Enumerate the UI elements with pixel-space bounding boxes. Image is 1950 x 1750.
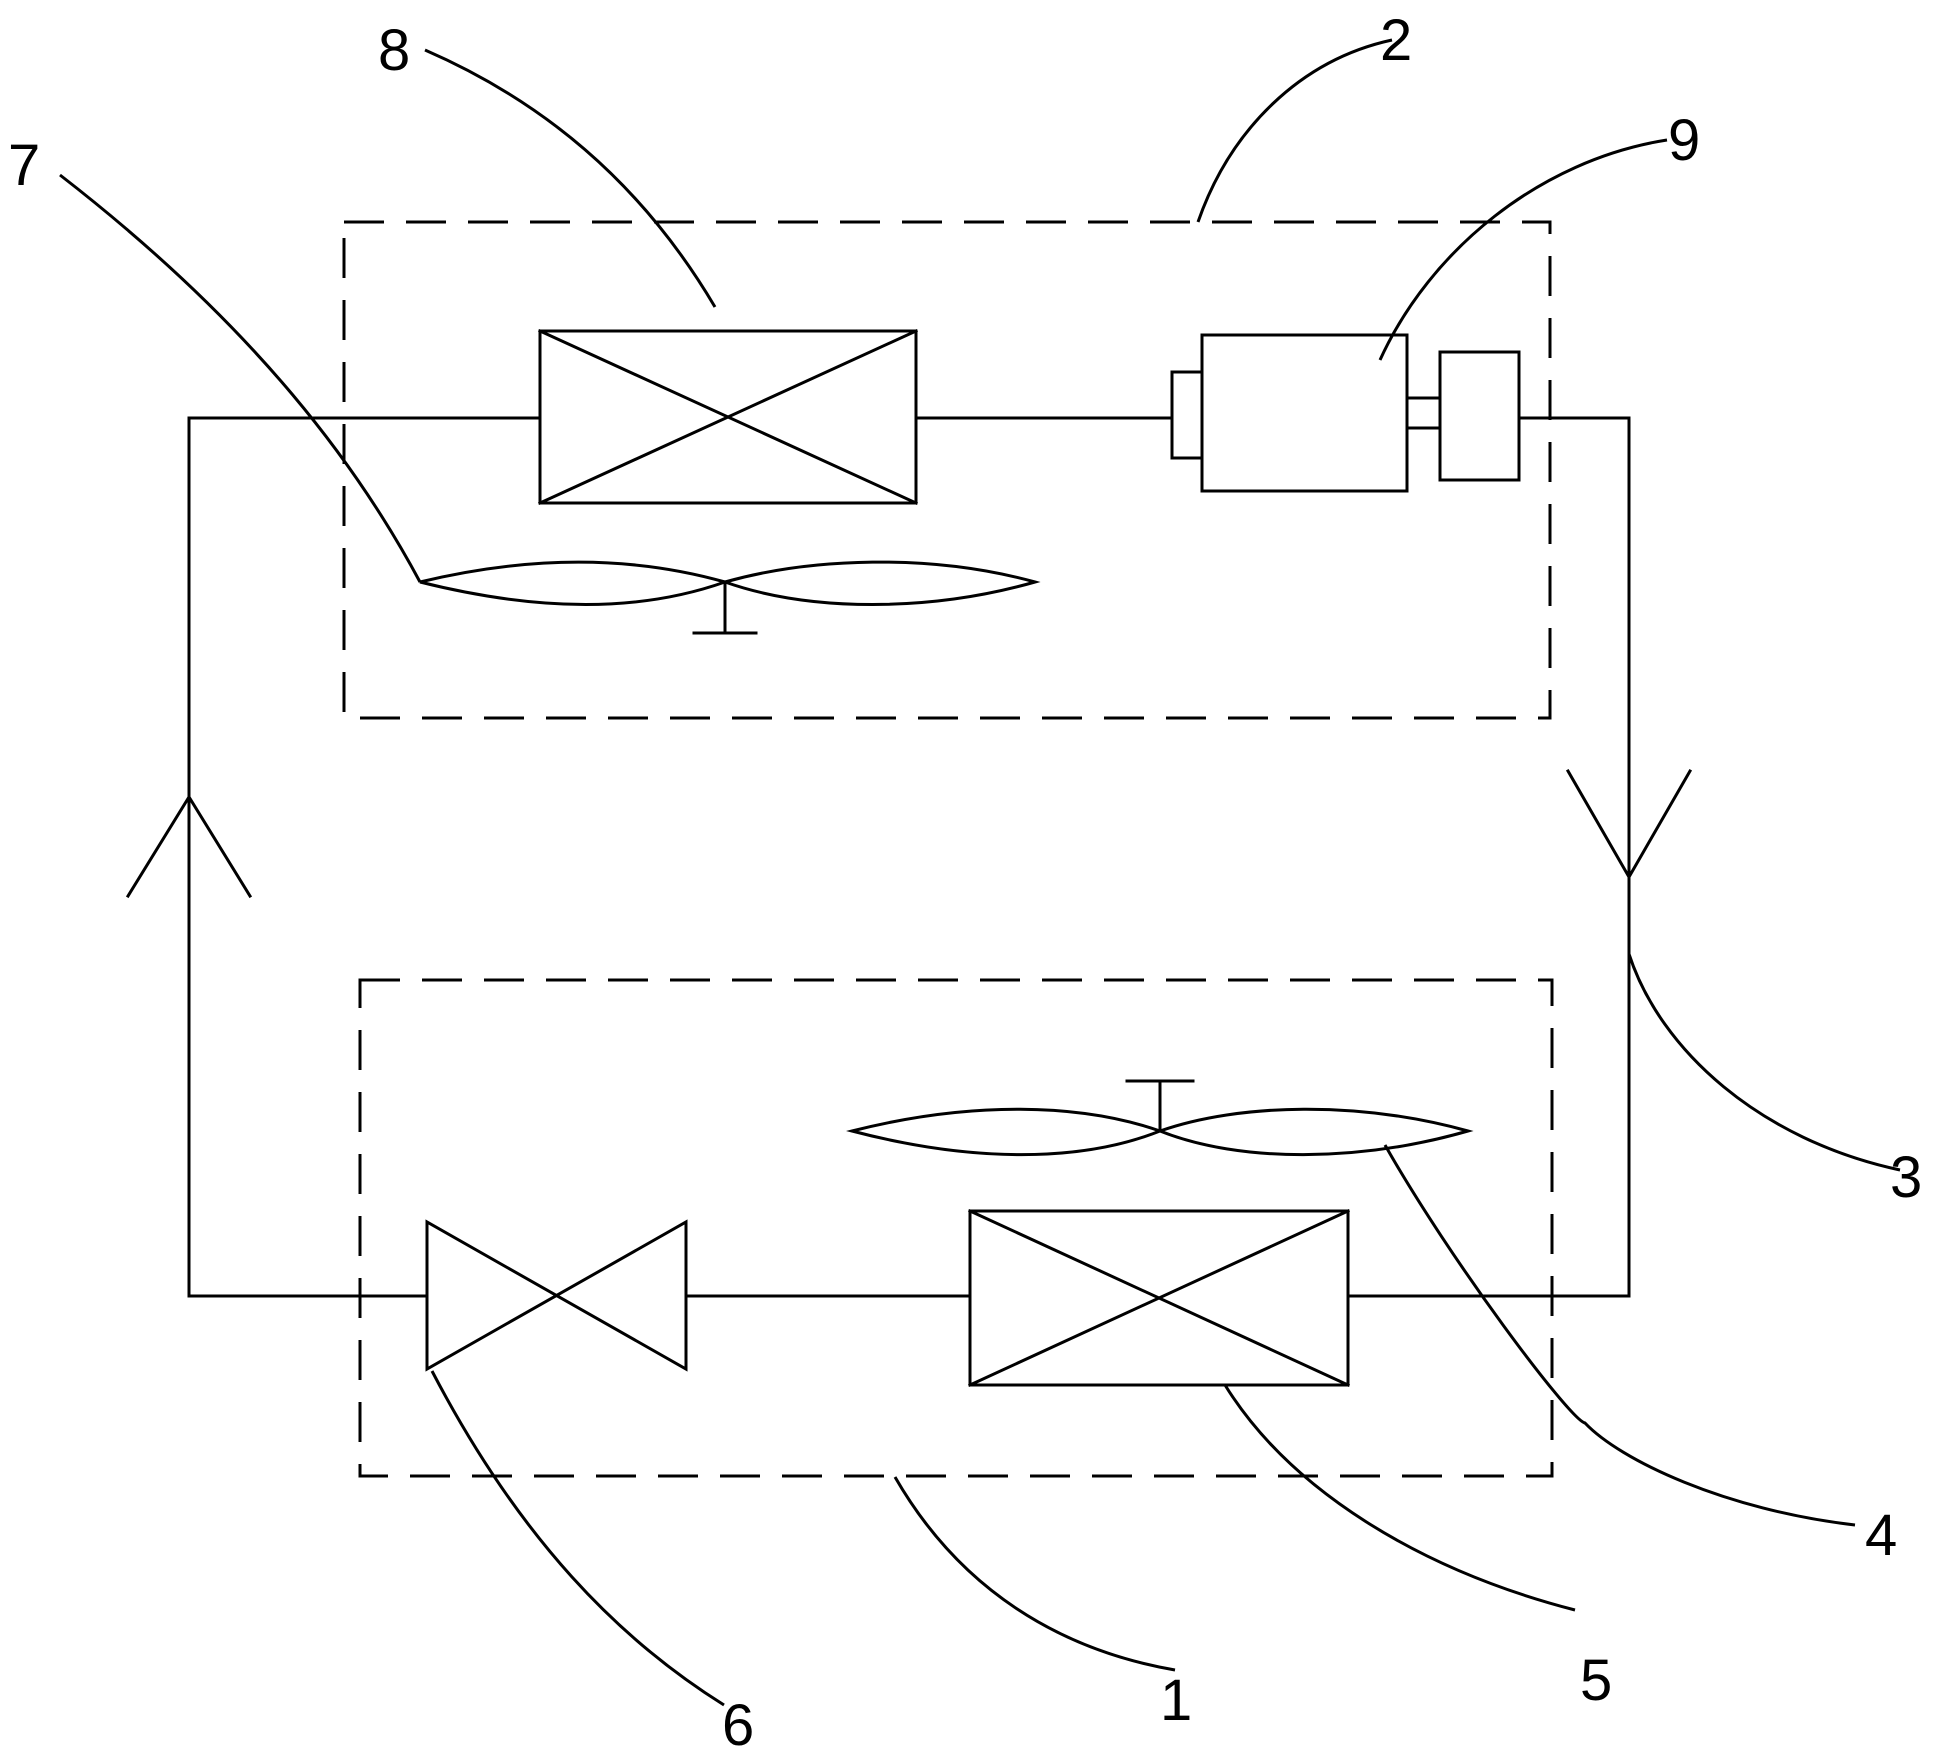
label-fan-4: 4	[1865, 1503, 1897, 1568]
heat-exchanger-8	[540, 331, 916, 503]
label-exchanger-5: 5	[1580, 1648, 1612, 1713]
label-unit-1: 1	[1160, 1668, 1192, 1733]
compressor-9	[1172, 335, 1519, 491]
heat-exchanger-5	[970, 1211, 1348, 1385]
unit-1-boundary	[360, 980, 1552, 1476]
expansion-valve-6-icon	[427, 1222, 686, 1369]
label-compressor-9: 9	[1668, 108, 1700, 173]
refrigerant-piping	[189, 418, 1629, 1296]
label-fan-7: 7	[8, 133, 40, 198]
leader-lines	[60, 40, 1900, 1705]
fan-4-icon	[852, 1081, 1468, 1155]
label-exchanger-8: 8	[378, 18, 410, 83]
compressor-motor	[1440, 352, 1519, 480]
reference-numerals: 1 2 3 4 5 6 7 8 9	[8, 8, 1922, 1750]
fan-7-icon	[420, 562, 1035, 633]
unit-2-boundary	[344, 222, 1550, 718]
label-unit-2: 2	[1380, 8, 1412, 73]
label-pipe-3: 3	[1890, 1145, 1922, 1210]
label-valve-6: 6	[722, 1693, 754, 1750]
